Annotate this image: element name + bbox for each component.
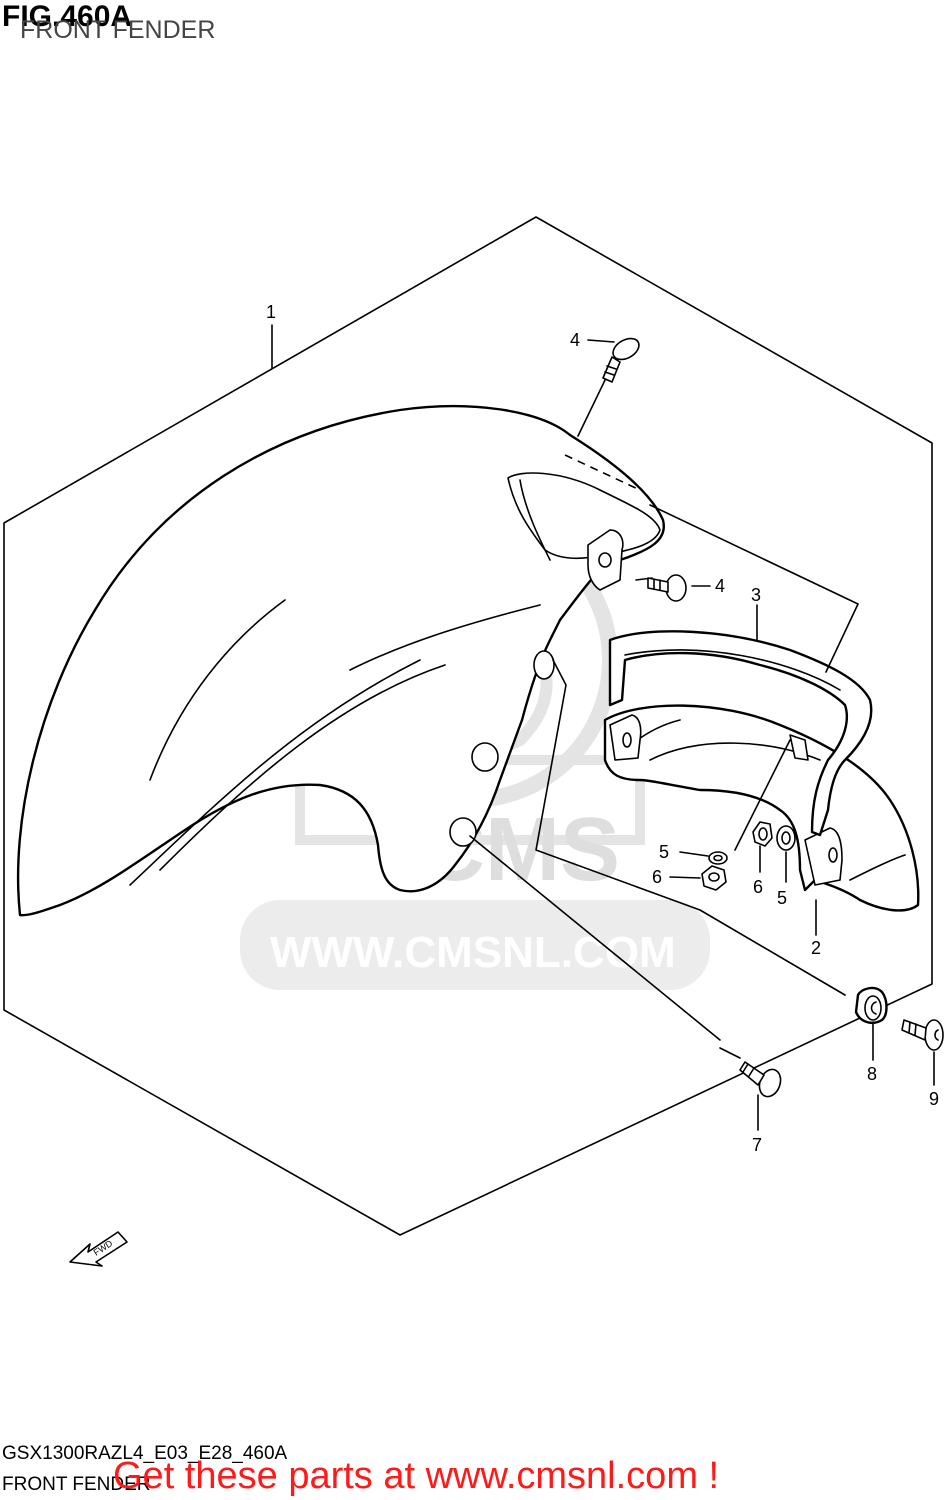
callout-8: 8 (867, 1064, 877, 1084)
diagram-name-footer: FRONT FENDER (2, 1474, 151, 1495)
nut-6-right (752, 821, 773, 847)
figure-number: FIG.460A (2, 0, 133, 33)
washer-5-right (776, 825, 796, 851)
callout-1: 1 (266, 302, 276, 322)
watermark-url: WWW.CMSNL.COM (270, 928, 676, 977)
callouts: 1 2 3 4 4 5 5 6 6 7 8 9 (266, 302, 939, 1155)
callout-5-right: 5 (777, 888, 787, 908)
leader-lines (271, 324, 935, 1131)
callout-9: 9 (929, 1089, 939, 1109)
parts-link[interactable]: Get these parts at www.cmsnl.com ! (113, 1455, 720, 1497)
diagram-code: GSX1300RAZL4_E03_E28_460A (2, 1443, 288, 1464)
callout-6-left: 6 (652, 867, 662, 887)
fwd-arrow: FWD (69, 1231, 128, 1267)
assembly-lines (469, 375, 859, 1059)
callout-4-right: 4 (715, 576, 725, 596)
callout-6-right: 6 (753, 877, 763, 897)
screw-7 (739, 1061, 782, 1098)
screw-9 (901, 1019, 944, 1051)
callout-4-top: 4 (570, 330, 580, 350)
screw-4-right (647, 574, 687, 602)
fender-part-1 (16, 405, 666, 917)
callout-3: 3 (751, 585, 761, 605)
grommet-8 (854, 986, 888, 1024)
callout-2: 2 (811, 938, 821, 958)
assembly-hexagon (3, 216, 933, 1236)
nut-6-left (701, 865, 727, 891)
callout-7: 7 (752, 1135, 762, 1155)
washer-5-left (708, 851, 728, 865)
callout-5-left: 5 (659, 842, 669, 862)
brace-part-3 (608, 630, 873, 837)
figure-name: FRONT FENDER (20, 16, 216, 44)
screw-4-top (602, 337, 640, 383)
